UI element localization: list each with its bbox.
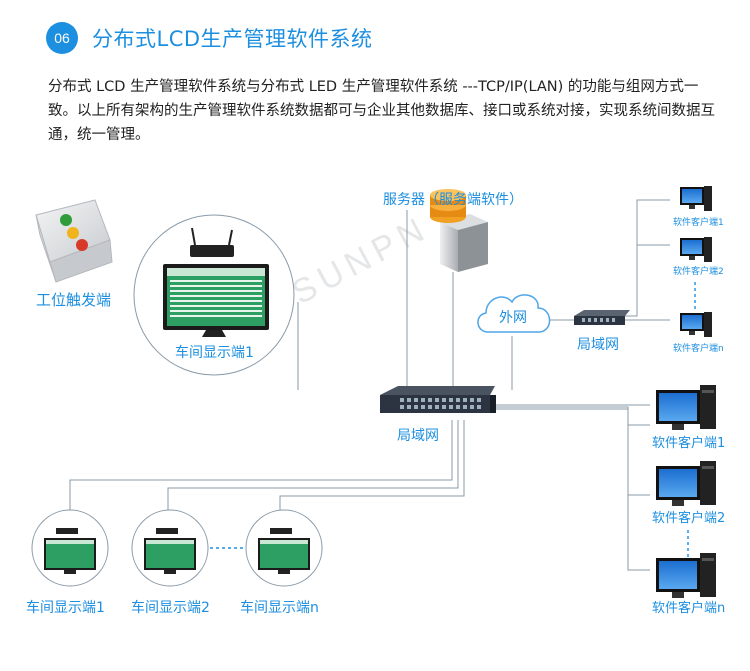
workshop-bottom-2-label: 车间显示端2 — [131, 599, 210, 616]
workshop-bottom-1-label: 车间显示端1 — [26, 599, 105, 616]
client-large-n-label: 软件客户端n — [652, 600, 725, 616]
workstation-label: 工位触发端 — [36, 291, 111, 309]
lan-switch-main — [380, 386, 496, 413]
section-description: 分布式 LCD 生产管理软件系统与分布式 LED 生产管理软件系统 ---TCP… — [48, 79, 715, 143]
client-small-2-label: 软件客户端2 — [673, 265, 724, 277]
client-large-2-label: 软件客户端2 — [652, 510, 725, 526]
client-small-1 — [680, 186, 712, 211]
server-tower — [430, 189, 488, 272]
workshop-display-bottom-1 — [31, 509, 109, 587]
workstation-trigger-device — [35, 199, 113, 283]
lan-switch-small — [574, 310, 630, 325]
client-small-1-label: 软件客户端1 — [673, 216, 724, 228]
client-large-2 — [656, 461, 716, 506]
cloud-label: 外网 — [499, 310, 527, 326]
workshop-display-top-label: 车间显示端1 — [175, 344, 254, 361]
client-large-n — [656, 553, 716, 598]
section-title: 分布式LCD生产管理软件系统 — [92, 27, 373, 51]
cloud-icon — [477, 294, 551, 333]
section-number-badge: 06 — [46, 22, 78, 54]
workshop-bottom-n-label: 车间显示端n — [240, 599, 319, 616]
lan-small-label: 局域网 — [577, 337, 619, 353]
lan-main-label: 局域网 — [397, 428, 439, 444]
client-large-1-label: 软件客户端1 — [652, 435, 725, 451]
workshop-display-top — [133, 214, 295, 376]
watermark: SUNPN — [286, 209, 435, 313]
workshop-display-bottom-2 — [131, 509, 209, 587]
section-header: 06 分布式LCD生产管理软件系统 — [46, 22, 373, 54]
client-small-n — [680, 312, 712, 337]
client-large-1 — [656, 385, 716, 430]
client-small-2 — [680, 237, 712, 262]
dotted-continuations — [210, 282, 696, 558]
connection-lines — [69, 199, 670, 571]
client-small-n-label: 软件客户端n — [673, 342, 724, 354]
workshop-display-bottom-n — [245, 509, 323, 587]
server-label: 服务器（服务端软件） — [383, 192, 523, 208]
